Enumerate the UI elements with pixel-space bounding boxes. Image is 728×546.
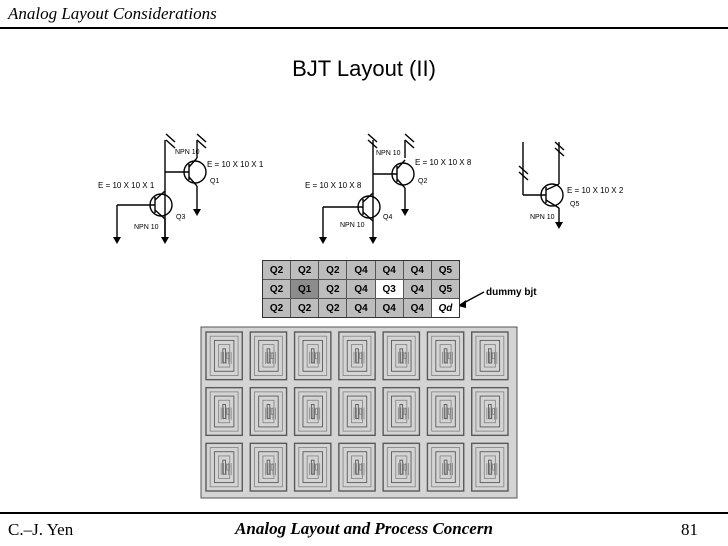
grid-cell: Q4 (403, 299, 431, 317)
emitter-label-q5: E = 10 X 10 X 2 (567, 186, 624, 195)
grid-cell: Q2 (319, 280, 347, 298)
grid-cell: Q2 (263, 299, 291, 317)
layout-cell (471, 331, 509, 381)
layout-cell (205, 442, 243, 492)
grid-cell: Q4 (347, 261, 375, 279)
layout-cell (293, 331, 332, 381)
footer-course: Analog Layout and Process Concern (235, 519, 493, 538)
layout-cell (382, 331, 421, 381)
q5-label: Q5 (570, 201, 579, 208)
grid-cell-q1: Q1 (291, 280, 319, 298)
footer-rule (0, 512, 728, 514)
layout-cell (338, 442, 376, 492)
emitter-label-q4: E = 10 X 10 X 8 (305, 181, 362, 190)
header-rule (0, 27, 728, 29)
layout-cell (338, 386, 376, 437)
grid-cell: Q4 (403, 261, 431, 279)
grid-cell: Q2 (263, 280, 291, 298)
page-title: BJT Layout (II) (292, 56, 436, 81)
placement-grid: Q2 Q2 Q2 Q4 Q4 Q4 Q5 Q2 Q1 Q2 Q4 Q3 Q4 Q… (262, 260, 460, 318)
emitter-label-q1: E = 10 X 10 X 1 (207, 160, 264, 169)
q3-label: Q3 (176, 214, 185, 221)
npn-label-q5: NPN 10 (530, 214, 555, 221)
npn-label-q1: NPN 10 (175, 149, 200, 156)
layout-cell (338, 331, 376, 381)
emitter-label-q3: E = 10 X 10 X 1 (98, 181, 155, 190)
layout-cell (205, 331, 243, 381)
grid-cell: Q2 (291, 261, 319, 279)
layout-cell (293, 386, 332, 437)
header-title: Analog Layout Considerations (8, 4, 217, 23)
q2-label: Q2 (418, 178, 427, 185)
footer-author: C.–J. Yen (8, 520, 74, 539)
q1-label: Q1 (210, 178, 219, 185)
grid-cell: Q2 (319, 299, 347, 317)
grid-cell: Q4 (347, 299, 375, 317)
grid-cell: Q2 (319, 261, 347, 279)
layout-cell (249, 386, 288, 437)
layout-cell (382, 386, 421, 437)
grid-cell-q3: Q3 (375, 280, 403, 298)
layout-cell (249, 331, 288, 381)
layout-cell (426, 331, 465, 381)
grid-cell: Q5 (431, 261, 459, 279)
layout-cell (382, 442, 421, 492)
page-number: 81 (681, 520, 698, 539)
emitter-label-q2: E = 10 X 10 X 8 (415, 158, 472, 167)
grid-cell: Q4 (375, 299, 403, 317)
q4-label: Q4 (383, 214, 392, 221)
grid-cell: Q2 (291, 299, 319, 317)
grid-cell-dummy: Qd (431, 299, 459, 317)
layout-cell (205, 386, 243, 437)
grid-cell: Q2 (263, 261, 291, 279)
layout-cell (249, 442, 288, 492)
layout-cell (293, 442, 332, 492)
grid-cell: Q5 (431, 280, 459, 298)
npn-label-q2: NPN 10 (376, 150, 401, 157)
grid-cell: Q4 (375, 261, 403, 279)
dummy-bjt-label: dummy bjt (486, 287, 537, 298)
layout-cell (471, 442, 509, 492)
layout-cell (471, 386, 509, 437)
npn-label-q4: NPN 10 (340, 222, 365, 229)
grid-cell: Q4 (347, 280, 375, 298)
layout-cell (426, 442, 465, 492)
npn-label-q3: NPN 10 (134, 224, 159, 231)
layout-cell (426, 386, 465, 437)
grid-cell: Q4 (403, 280, 431, 298)
layout-photo (200, 326, 518, 499)
